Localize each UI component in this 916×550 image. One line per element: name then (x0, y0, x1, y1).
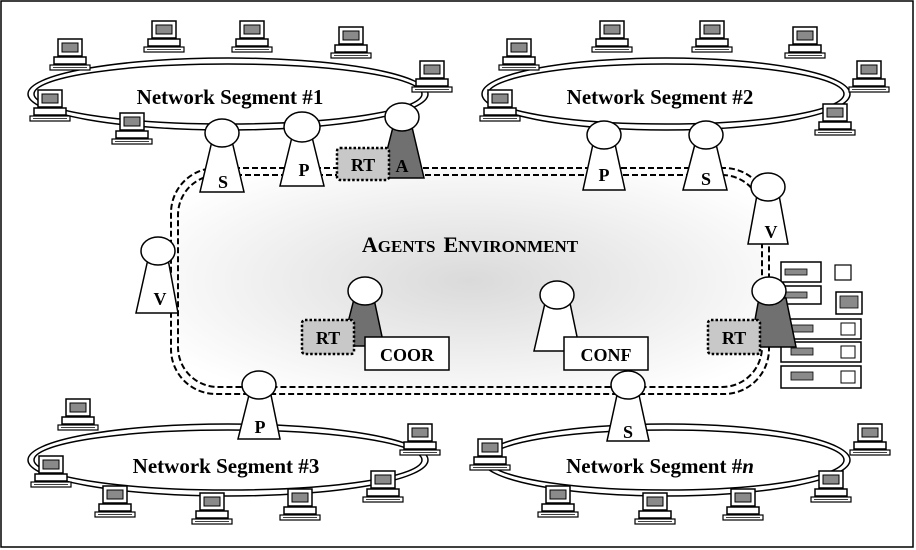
desktop-computer-icon (691, 20, 733, 53)
agent-a-segment-1: A (379, 102, 425, 179)
svg-text:A: A (396, 156, 409, 176)
desktop-computer-icon (634, 492, 676, 525)
segment-label: Network Segment #3 (133, 454, 320, 478)
svg-text:RT: RT (351, 155, 375, 175)
desktop-computer-icon (57, 398, 99, 431)
segment-label: Network Segment #2 (567, 85, 754, 109)
agent-p-segment-3: P (237, 370, 281, 440)
desktop-computer-icon (279, 488, 321, 521)
svg-text:S: S (623, 422, 633, 442)
svg-text:S: S (701, 169, 711, 189)
network-segment-n: Network Segment #n (481, 423, 851, 497)
conf-box: CONF (563, 336, 649, 371)
svg-text:RT: RT (722, 328, 746, 348)
desktop-computer-icon (362, 470, 404, 503)
svg-text:P: P (299, 160, 310, 180)
desktop-computer-icon (330, 26, 372, 59)
desktop-computer-icon (498, 38, 540, 71)
desktop-computer-icon (231, 20, 273, 53)
desktop-computer-icon (29, 89, 71, 122)
svg-text:S: S (218, 172, 228, 192)
desktop-computer-icon (479, 89, 521, 122)
desktop-computer-icon (111, 112, 153, 145)
segment-label: Network Segment #1 (137, 85, 324, 109)
segment-2-computers (479, 20, 890, 136)
desktop-computer-icon (49, 38, 91, 71)
svg-text:V: V (154, 289, 167, 309)
rt-box-coor: RT (300, 318, 356, 356)
desktop-computer-icon (848, 60, 890, 93)
svg-text:CONF: CONF (581, 345, 632, 365)
agent-s-segment-n: S (606, 370, 650, 442)
agent-p-segment-1: P (279, 111, 325, 187)
svg-text:COOR: COOR (380, 345, 435, 365)
server-rack-icon (780, 261, 863, 389)
svg-text:P: P (255, 417, 266, 437)
desktop-computer-icon (399, 423, 441, 456)
desktop-computer-icon (143, 20, 185, 53)
agent-v-left: V (135, 236, 179, 314)
network-segment-3: Network Segment #3 (27, 423, 429, 497)
agent-s-segment-1: S (199, 118, 245, 193)
svg-text:RT: RT (316, 328, 340, 348)
svg-text:P: P (599, 165, 610, 185)
rt-box-server: RT (706, 318, 762, 356)
agent-p-segment-2: P (582, 120, 626, 191)
desktop-computer-icon (191, 492, 233, 525)
desktop-computer-icon (591, 20, 633, 53)
segment-label: Network Segment #n (566, 454, 754, 478)
agent-s-segment-2: S (682, 120, 728, 191)
desktop-computer-icon (411, 60, 453, 93)
agent-a-server: A (743, 276, 797, 348)
desktop-computer-icon (849, 423, 891, 456)
desktop-computer-icon (784, 26, 826, 59)
coor-box: COOR (364, 336, 450, 371)
svg-text:V: V (765, 222, 778, 242)
agent-v-right: V (747, 172, 789, 245)
rt-box-segment-1: RT (335, 146, 391, 182)
